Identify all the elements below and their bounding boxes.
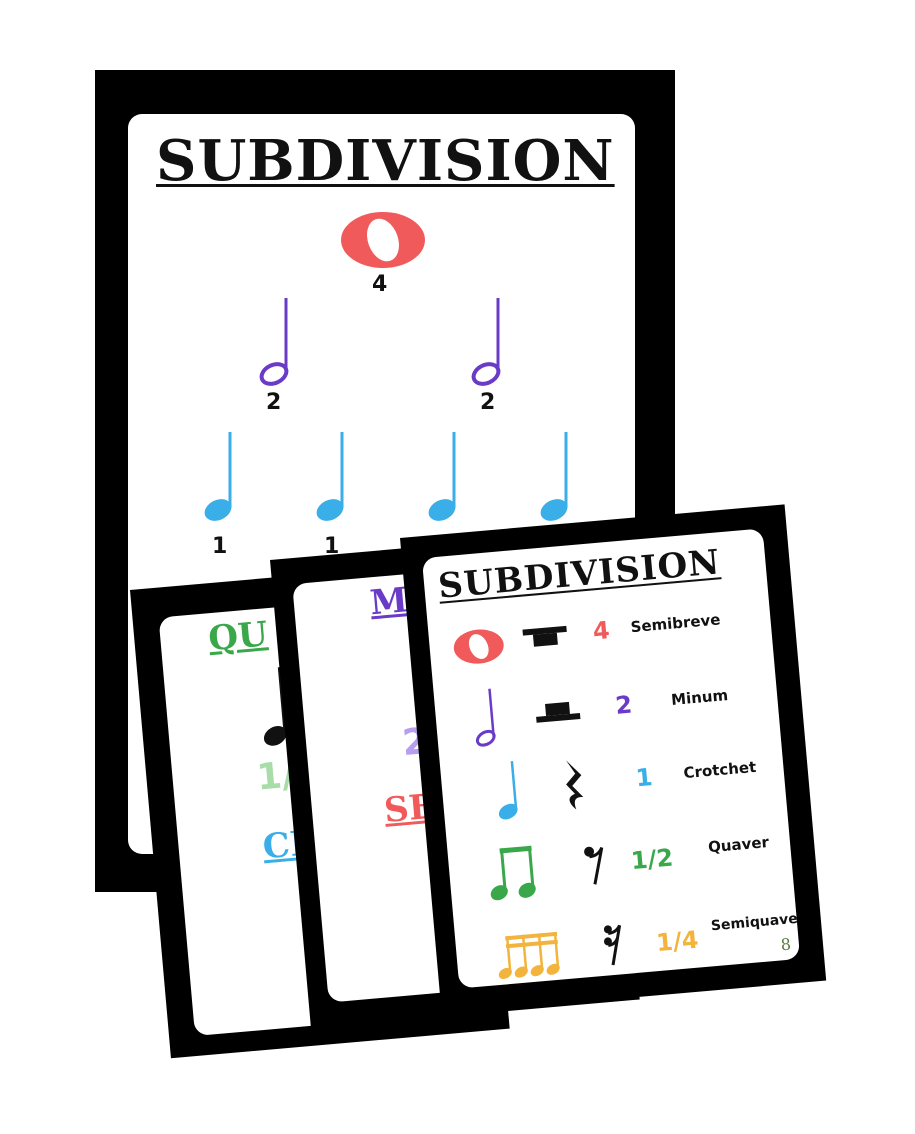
row-label-minim: Minum (670, 686, 729, 709)
minim-value: 2 (266, 390, 282, 415)
row-value-crotchet: 1 (634, 762, 654, 793)
quaver-pair-note-icon (490, 845, 536, 901)
crotchet-note-icon (316, 432, 344, 521)
minim-note-icon (471, 298, 501, 386)
poster-title: SUBDIVISION (156, 128, 615, 194)
crotchet-note-icon (540, 432, 568, 521)
row-label-semibreve: Semibreve (629, 610, 722, 637)
crotchet-value: 1 (212, 534, 228, 559)
row-value-minim: 2 (614, 690, 634, 720)
crotchet-value: 1 (324, 534, 340, 559)
row-label-crotchet: Crotchet (682, 757, 757, 783)
minim-rest-icon (536, 701, 581, 723)
card-front-panel: SUBDIVISION 4 Semibreve 2 Minum (421, 528, 801, 989)
page-number: 8 (779, 934, 792, 955)
crotchet-note-icon (204, 432, 232, 521)
row-value-quaver: 1/2 (629, 843, 675, 876)
card-front: SUBDIVISION 4 Semibreve 2 Minum (400, 504, 827, 1015)
crotchet-note-icon (498, 760, 518, 820)
semibreve-note-icon (341, 212, 425, 268)
semibreve-rest-icon (522, 625, 567, 647)
crotchet-rest-icon (566, 760, 584, 810)
row-value-semiquaver: 1/4 (655, 925, 700, 958)
row-value-semibreve: 4 (591, 616, 611, 646)
card-left-title: QU (206, 614, 270, 660)
semibreve-value: 4 (372, 272, 388, 297)
crotchet-note-icon (428, 432, 456, 521)
quaver-rest-icon (584, 846, 604, 885)
semiquaver-rest-icon (603, 924, 622, 966)
semibreve-note-icon (453, 629, 504, 664)
row-label-semiquaver: Semiquaver (710, 910, 801, 935)
minim-note-icon (259, 298, 289, 386)
minim-value: 2 (480, 390, 496, 415)
row-label-quaver: Quaver (707, 833, 770, 857)
semiquaver-group-note-icon (498, 931, 560, 980)
minim-note-icon (475, 688, 496, 747)
